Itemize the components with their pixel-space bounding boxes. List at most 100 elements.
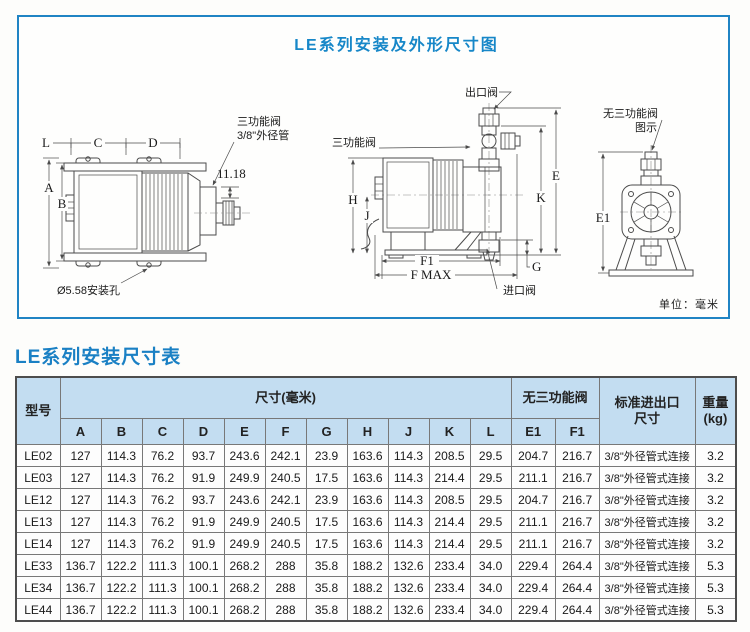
table-cell: 240.5 [264, 510, 307, 533]
table-cell: 29.5 [469, 510, 512, 533]
table-cell: 216.7 [554, 444, 600, 467]
valve-label: 三功能阀 [237, 114, 281, 128]
table-cell: 122.2 [100, 554, 143, 577]
weight-cell: 3.2 [694, 444, 737, 467]
dim-label-E: E [552, 168, 560, 183]
dim-label-J: J [364, 208, 369, 223]
table-cell: 214.4 [428, 532, 471, 555]
table-cell: 211.1 [510, 532, 556, 555]
middle-view-drawing: H J E K F1 [332, 85, 562, 297]
table-cell: 34.0 [469, 554, 512, 577]
col-header-dim: J [387, 418, 430, 445]
table-cell: 127 [59, 444, 102, 467]
table-cell: 288 [264, 554, 307, 577]
weight-cell: 3.2 [694, 510, 737, 533]
col-header-dim: C [141, 418, 184, 445]
port-cell: 3/8"外径管式连接 [598, 532, 696, 555]
table-cell: 122.2 [100, 576, 143, 599]
table-cell: 127 [59, 466, 102, 489]
no-valve-label-2: 图示 [635, 121, 657, 134]
weight-cell: 3.2 [694, 466, 737, 489]
mounting-hole-label: Ø5.58安装孔 [57, 283, 120, 297]
table-cell: 114.3 [387, 510, 430, 533]
dim-label-F1: F1 [420, 253, 434, 268]
table-cell: 136.7 [59, 598, 102, 622]
table-cell: 76.2 [141, 444, 184, 467]
table-cell: 229.4 [510, 554, 556, 577]
left-view-drawing: L C D [42, 114, 289, 297]
dimension-drawings: L C D [42, 85, 694, 297]
model-cell: LE14 [15, 532, 61, 555]
col-header-size-group: 尺寸(毫米) [59, 376, 512, 419]
table-cell: 114.3 [100, 510, 143, 533]
table-cell: 233.4 [428, 598, 471, 622]
table-cell: 91.9 [182, 510, 225, 533]
col-header-dim: H [346, 418, 389, 445]
table-cell: 288 [264, 576, 307, 599]
table-cell: 240.5 [264, 466, 307, 489]
table-cell: 268.2 [223, 576, 266, 599]
dim-label-K: K [536, 190, 546, 205]
table-cell: 136.7 [59, 554, 102, 577]
table-cell: 268.2 [223, 554, 266, 577]
table-cell: 208.5 [428, 444, 471, 467]
weight-cell: 5.3 [694, 598, 737, 622]
table-cell: 216.7 [554, 488, 600, 511]
table-cell: 163.6 [346, 510, 389, 533]
table-cell: 204.7 [510, 488, 556, 511]
dim-label-A: A [44, 180, 54, 195]
col-header-dim: G [305, 418, 348, 445]
table-cell: 242.1 [264, 444, 307, 467]
table-cell: 111.3 [141, 554, 184, 577]
table-cell: 100.1 [182, 598, 225, 622]
table-cell: 163.6 [346, 488, 389, 511]
table-cell: 114.3 [387, 466, 430, 489]
model-cell: LE44 [15, 598, 61, 622]
table-cell: 249.9 [223, 510, 266, 533]
table-cell: 35.8 [305, 554, 348, 577]
table-cell: 288 [264, 598, 307, 622]
table-cell: 29.5 [469, 488, 512, 511]
no-valve-label-1: 无三功能阀 [603, 106, 658, 120]
table-cell: 76.2 [141, 466, 184, 489]
table-cell: 29.5 [469, 444, 512, 467]
table-cell: 127 [59, 488, 102, 511]
table-cell: 127 [59, 510, 102, 533]
table-cell: 91.9 [182, 532, 225, 555]
col-header-dim: D [182, 418, 225, 445]
table-cell: 93.7 [182, 488, 225, 511]
table-cell: 34.0 [469, 598, 512, 622]
table-cell: 23.9 [305, 444, 348, 467]
col-header-weight: 重量(kg) [694, 376, 737, 445]
table-cell: 114.3 [100, 466, 143, 489]
table-row: LE03 127 114.3 76.2 91.9 249.9 240.5 17.… [15, 466, 737, 489]
table-cell: 114.3 [100, 444, 143, 467]
weight-cell: 5.3 [694, 576, 737, 599]
table-header-group-row: 型号 尺寸(毫米) 无三功能阀 标准进出口尺寸 重量(kg) [15, 376, 737, 445]
table-cell: 188.2 [346, 554, 389, 577]
diagram-title: LE系列安装及外形尺寸图 [294, 37, 499, 54]
table-cell: 214.4 [428, 510, 471, 533]
table-cell: 127 [59, 532, 102, 555]
table-cell: 163.6 [346, 532, 389, 555]
table-cell: 214.4 [428, 466, 471, 489]
table-cell: 216.7 [554, 532, 600, 555]
col-header-dim: F1 [554, 418, 600, 445]
table-cell: 111.3 [141, 598, 184, 622]
table-cell: 233.4 [428, 554, 471, 577]
inlet-valve-label: 进口阀 [503, 283, 536, 297]
col-header-no-valve-group: 无三功能阀 [510, 376, 600, 419]
weight-label: 重量(kg) [702, 394, 729, 426]
weight-cell: 3.2 [694, 532, 737, 555]
table-cell: 188.2 [346, 576, 389, 599]
model-cell: LE02 [15, 444, 61, 467]
table-cell: 114.3 [387, 488, 430, 511]
col-header-dim: K [428, 418, 471, 445]
table-cell: 211.1 [510, 510, 556, 533]
table-cell: 35.8 [305, 598, 348, 622]
pipe-label: 3/8"外径管 [237, 128, 289, 142]
table-cell: 136.7 [59, 576, 102, 599]
table-row: LE12 127 114.3 76.2 93.7 243.6 242.1 23.… [15, 488, 737, 511]
table-row: LE02 127 114.3 76.2 93.7 243.6 242.1 23.… [15, 444, 737, 467]
